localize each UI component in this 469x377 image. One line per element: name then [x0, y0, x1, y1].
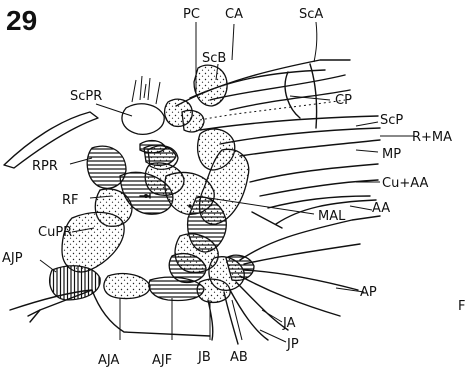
label-cp: CP [335, 93, 352, 108]
label-cu-aa: Cu+AA [382, 176, 428, 191]
label-rpr: RPR [32, 159, 58, 174]
label-sca: ScA [299, 7, 323, 22]
label-ca: CA [225, 7, 243, 22]
label-jp: JP [286, 337, 299, 352]
label-f: F [458, 299, 465, 314]
label-ja: JA [282, 316, 296, 331]
label-jb: JB [197, 350, 211, 365]
label-mal: MAL [318, 209, 346, 224]
label-ajf: AJF [152, 353, 172, 368]
label-pc: PC [183, 7, 200, 22]
label-ajp: AJP [2, 251, 23, 266]
label-aa: AA [372, 201, 390, 216]
label-rf: RF [62, 193, 79, 208]
label-r-ma: R+MA [412, 130, 452, 145]
label-mp: MP [382, 147, 401, 162]
figure-number: 29 [6, 5, 37, 36]
label-ap: AP [360, 285, 377, 300]
label-ab: AB [230, 350, 248, 365]
proximal-plates [50, 146, 204, 300]
label-cupr: CuPR [38, 225, 72, 240]
label-scb: ScB [202, 51, 226, 66]
label-scpr: ScPR [70, 89, 102, 104]
label-aja: AJA [98, 353, 119, 368]
label-scp: ScP [380, 113, 403, 128]
